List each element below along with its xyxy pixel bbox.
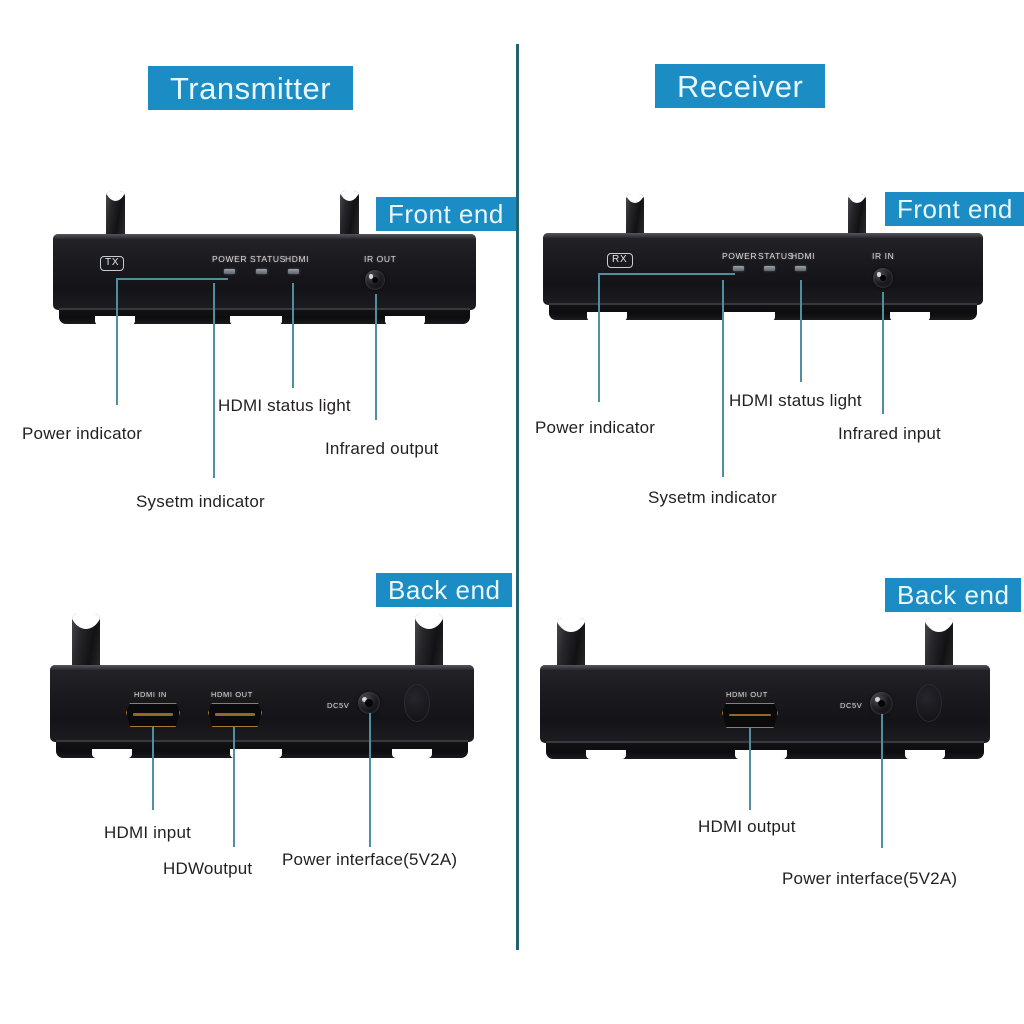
- base-notch-center: [735, 750, 787, 759]
- device-base: [549, 303, 977, 320]
- silk-dc5v-label: DC5V: [327, 701, 350, 710]
- section-badge-transmitter-front: Front end: [376, 197, 516, 231]
- silk-ir-label: IR IN: [872, 251, 895, 261]
- base-notch-left: [586, 750, 626, 759]
- leader-power-indicator: [598, 274, 600, 402]
- base-notch-center: [230, 316, 282, 325]
- base-notch-left: [92, 749, 132, 758]
- leader-power-interface: [881, 714, 883, 848]
- base-notch-center: [230, 749, 282, 758]
- base-notch-left: [95, 316, 135, 325]
- leader-infrared-output: [375, 294, 377, 420]
- caption-power-interface: Power interface(5V2A): [282, 850, 458, 869]
- leader-system-indicator: [722, 280, 724, 477]
- caption-power-indicator: Power indicator: [535, 418, 656, 437]
- caption-system-indicator: Sysetm indicator: [136, 492, 265, 511]
- antenna-left: [626, 194, 644, 238]
- device-body: [50, 665, 474, 742]
- caption-infrared-output: Infrared output: [325, 439, 439, 458]
- leader-power-indicator: [116, 279, 118, 405]
- hdmi-led: [288, 269, 299, 274]
- antenna-right: [848, 194, 866, 238]
- tx-tag: TX: [100, 256, 125, 271]
- leader-infrared-input: [882, 292, 884, 414]
- silk-ir-label: IR OUT: [364, 254, 397, 264]
- hdmi-out-port: [722, 703, 778, 728]
- ir-in-jack: [873, 268, 893, 288]
- silk-hdmi-out-label: HDMI OUT: [211, 690, 253, 699]
- antenna-left: [106, 191, 125, 239]
- base-notch-right: [890, 312, 930, 321]
- dc-power-jack: [358, 692, 380, 714]
- base-notch-left: [587, 312, 627, 321]
- silk-hdmi-label: HDMI: [791, 251, 816, 261]
- base-notch-right: [385, 316, 425, 325]
- caption-hdmi-input: HDMI input: [104, 823, 192, 842]
- section-badge-transmitter-back: Back end: [376, 573, 513, 607]
- header-badge-receiver: Receiver: [655, 64, 826, 108]
- antenna-right: [340, 191, 359, 239]
- dc-power-jack: [870, 692, 893, 715]
- section-badge-receiver-front: Front end: [885, 192, 1024, 226]
- leader-power-horizontal: [598, 273, 735, 275]
- device-body: [543, 233, 983, 305]
- power-led: [733, 266, 744, 271]
- caption-power-interface: Power interface(5V2A): [782, 869, 958, 888]
- leader-hdmi-output: [749, 728, 751, 810]
- caption-infrared-input: Infrared input: [838, 424, 941, 443]
- leader-system-indicator: [213, 283, 215, 478]
- screw-hole: [916, 684, 942, 722]
- leader-hdw-output: [233, 727, 235, 847]
- silk-power-label: POWER: [722, 251, 758, 261]
- status-led: [256, 269, 267, 274]
- caption-hdmi-status-light: HDMI status light: [218, 396, 351, 415]
- column-divider: [516, 44, 519, 950]
- caption-system-indicator: Sysetm indicator: [648, 488, 777, 507]
- caption-hdw-output: HDWoutput: [163, 859, 253, 878]
- silk-status-label: STATUS: [758, 251, 794, 261]
- leader-power-interface: [369, 713, 371, 847]
- header-badge-transmitter: Transmitter: [148, 66, 354, 110]
- screw-hole: [404, 684, 430, 722]
- caption-hdmi-output: HDMI output: [698, 817, 796, 836]
- base-notch-center: [723, 312, 775, 321]
- leader-power-horizontal: [116, 278, 228, 280]
- power-led: [224, 269, 235, 274]
- ir-out-jack: [365, 270, 385, 290]
- caption-hdmi-status-light: HDMI status light: [729, 391, 862, 410]
- status-led: [764, 266, 775, 271]
- leader-hdmi-status: [292, 283, 294, 388]
- silk-status-label: STATUS: [250, 254, 286, 264]
- silk-hdmi-out-label: HDMI OUT: [726, 690, 768, 699]
- silk-hdmi-label: HDMI: [285, 254, 310, 264]
- hdmi-led: [795, 266, 806, 271]
- leader-hdmi-status: [800, 280, 802, 382]
- hdmi-in-port: [126, 703, 180, 727]
- silk-dc5v-label: DC5V: [840, 701, 863, 710]
- hdmi-out-port: [208, 703, 262, 727]
- base-notch-right: [392, 749, 432, 758]
- silk-hdmi-in-label: HDMI IN: [134, 690, 167, 699]
- base-notch-right: [905, 750, 945, 759]
- leader-hdmi-input: [152, 727, 154, 810]
- section-badge-receiver-back: Back end: [885, 578, 1022, 612]
- silk-power-label: POWER: [212, 254, 248, 264]
- rx-tag: RX: [607, 253, 633, 268]
- caption-power-indicator: Power indicator: [22, 424, 143, 443]
